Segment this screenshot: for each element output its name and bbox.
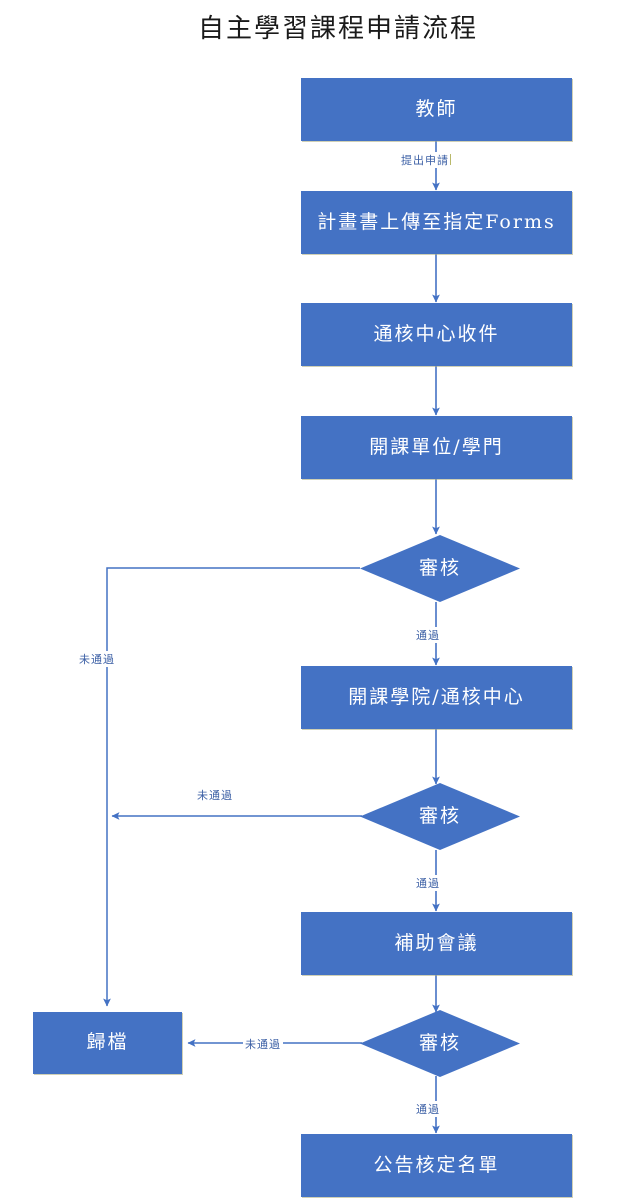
node-label: 補助會議 bbox=[394, 931, 479, 954]
edge-label-fail-2: 未通過 bbox=[195, 787, 235, 803]
node-announce-list[interactable]: 公告核定名單 bbox=[301, 1134, 572, 1197]
edge-label-pass-1: 通過 bbox=[414, 627, 442, 643]
node-center-receive[interactable]: 通核中心收件 bbox=[301, 303, 572, 366]
node-review-1[interactable]: 審核 bbox=[360, 535, 520, 602]
node-subsidy-meeting[interactable]: 補助會議 bbox=[301, 912, 572, 975]
connector-review1-archive bbox=[103, 567, 360, 1007]
node-label: 教師 bbox=[415, 97, 458, 120]
node-review-3[interactable]: 審核 bbox=[360, 1010, 520, 1077]
node-teacher[interactable]: 教師 bbox=[301, 78, 572, 141]
node-label: 審核 bbox=[418, 556, 461, 579]
node-label: 開課單位/學門 bbox=[369, 435, 504, 458]
node-archive[interactable]: 歸檔 bbox=[33, 1012, 182, 1074]
edge-label-pass-2: 通過 bbox=[414, 875, 442, 891]
edge-label-fail-3: 未通過 bbox=[243, 1036, 283, 1052]
edge-label-pass-3: 通過 bbox=[414, 1101, 442, 1117]
node-label: 審核 bbox=[418, 804, 461, 827]
text-caret bbox=[450, 154, 451, 165]
node-label: 計畫書上傳至指定Forms bbox=[317, 210, 556, 233]
edge-label-text: 未通過 bbox=[245, 1038, 281, 1051]
edge-label-text: 通過 bbox=[416, 877, 440, 890]
node-review-2[interactable]: 審核 bbox=[360, 783, 520, 850]
node-label: 開課學院/通核中心 bbox=[348, 685, 525, 708]
edge-label-text: 未通過 bbox=[197, 789, 233, 802]
edge-label-text: 通過 bbox=[416, 629, 440, 642]
node-label: 公告核定名單 bbox=[373, 1153, 500, 1176]
edge-label-submit-application: 提出申請 bbox=[399, 152, 453, 168]
node-upload-plan[interactable]: 計畫書上傳至指定Forms bbox=[301, 191, 572, 254]
edge-label-text: 提出申請 bbox=[401, 154, 449, 167]
node-label: 歸檔 bbox=[86, 1031, 129, 1054]
edge-label-fail-1: 未通過 bbox=[77, 651, 117, 667]
decision-shape-review3 bbox=[360, 1010, 520, 1077]
edge-label-text: 通過 bbox=[416, 1103, 440, 1116]
decision-shape-review2 bbox=[360, 783, 520, 850]
node-college-center[interactable]: 開課學院/通核中心 bbox=[301, 666, 572, 729]
node-course-unit[interactable]: 開課單位/學門 bbox=[301, 416, 572, 479]
page-title: 自主學習課程申請流程 bbox=[197, 14, 478, 44]
node-label: 通核中心收件 bbox=[373, 322, 500, 345]
node-label: 審核 bbox=[418, 1031, 461, 1054]
edge-label-text: 未通過 bbox=[79, 653, 115, 666]
decision-shape-review1 bbox=[360, 535, 520, 602]
